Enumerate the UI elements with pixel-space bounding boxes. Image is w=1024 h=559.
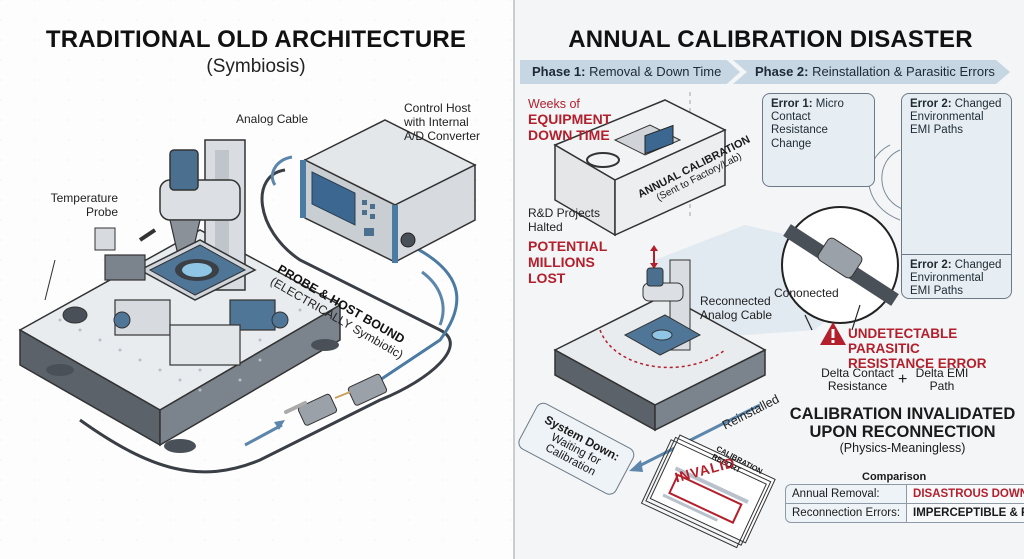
right-title: ANNUAL CALIBRATION DISASTER: [568, 26, 973, 53]
temperature-probe-label: Temperature Probe: [50, 191, 118, 219]
left-panel: TRADITIONAL OLD ARCHITECTURE (Symbiosis): [0, 0, 512, 559]
comparison-title: Comparison: [862, 471, 927, 483]
cable-connectors: [284, 373, 388, 426]
comparison-label: Reconnection Errors:: [786, 504, 908, 522]
parasitic-error-warning: UNDETECTABLE PARASITIC RESISTANCE ERROR: [848, 326, 987, 371]
flow-arrow: [421, 270, 445, 326]
control-host-label: Control Host with Internal A/D Converter: [404, 101, 481, 143]
analog-cable-line: [79, 168, 452, 474]
left-subtitle: (Symbiosis): [206, 56, 306, 77]
reinstalled-arrow: [634, 403, 761, 470]
blue-cable-line: [379, 243, 459, 382]
traditional-setup-illustration: [18, 119, 477, 474]
formula-plus: +: [898, 371, 908, 388]
control-host-screen: [311, 171, 356, 226]
connected-label: Cononected: [774, 286, 839, 300]
right-panel: ANNUAL CALIBRATION DISASTER Phase 1: Rem…: [513, 0, 1024, 559]
downtime-label: Weeks of EQUIPMENT DOWN TIME: [528, 97, 612, 144]
table-row: Reconnection Errors: IMPERCEPTIBLE & FAT…: [786, 504, 1024, 522]
formula-left: Delta Contact Resistance: [821, 366, 894, 394]
phase-1-banner: Phase 1: Removal & Down Time: [520, 60, 740, 84]
calibration-report-papers: [640, 434, 776, 549]
analog-cable-label: Analog Cable: [236, 112, 309, 126]
comparison-label: Annual Removal:: [786, 485, 908, 504]
comparison-value: IMPERCEPTIBLE & FATAL: [907, 504, 1024, 522]
phase-2-banner: Phase 2: Reinstallation & Parasitic Erro…: [733, 60, 1010, 84]
shipping-box-side: [614, 128, 726, 237]
error-1-callout: Error 1: Micro Contact Resistance Change: [762, 93, 875, 187]
flow-arrow: [244, 423, 283, 447]
objective-cap: [169, 149, 199, 191]
temperature-probe-mount: [104, 254, 146, 281]
reconnected-cable-label: Reconnected Analog Cable: [700, 294, 773, 322]
error-2-callout: Error 2: Changed Environmental EMI Paths…: [901, 93, 1012, 299]
projects-halted-label: R&D Projects Halted POTENTIAL MILLIONS L…: [528, 206, 608, 286]
left-title: TRADITIONAL OLD ARCHITECTURE: [45, 26, 467, 53]
flow-arrow: [270, 155, 293, 186]
formula-right: Delta EMI Path: [915, 366, 969, 394]
conclusion-block: CALIBRATION INVALIDATED UPON RECONNECTIO…: [789, 405, 1016, 456]
